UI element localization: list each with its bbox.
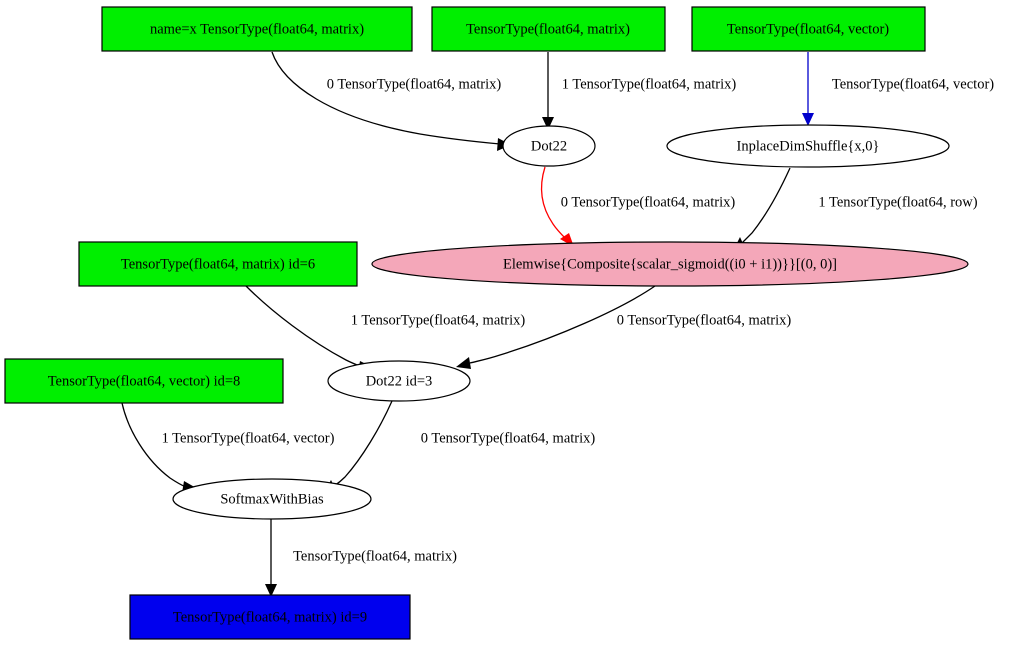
node-input-b2-id8[interactable]: TensorType(float64, vector) id=8	[4, 358, 284, 404]
node-dot22-id3[interactable]: Dot22 id=3	[327, 360, 471, 402]
edge-path	[121, 402, 187, 488]
node-label: Dot22 id=3	[366, 373, 433, 389]
node-shape-ellipse[interactable]	[371, 241, 969, 287]
edge-label: 0 TensorType(float64, matrix)	[561, 194, 736, 210]
node-shape-ellipse[interactable]	[172, 478, 372, 520]
arrowhead-icon	[456, 357, 471, 369]
node-shape-box[interactable]	[101, 6, 413, 52]
node-label: TensorType(float64, matrix)	[466, 21, 630, 37]
node-shape-box[interactable]	[4, 358, 284, 404]
edge-elemwise-to-dot22-id3: 0 TensorType(float64, matrix)	[456, 285, 792, 369]
node-label: TensorType(float64, matrix) id=6	[121, 256, 315, 272]
node-label: SoftmaxWithBias	[220, 491, 324, 507]
arrowhead-icon	[542, 117, 554, 130]
node-shape-box[interactable]	[691, 6, 926, 52]
edge-input-w1-to-dot22: 1 TensorType(float64, matrix)	[542, 52, 736, 130]
arrowhead-icon	[802, 113, 814, 126]
edge-path	[245, 285, 363, 368]
node-label: name=x TensorType(float64, matrix)	[150, 21, 364, 37]
node-shape-box[interactable]	[129, 594, 411, 640]
node-input-w2-id6[interactable]: TensorType(float64, matrix) id=6	[78, 241, 358, 287]
node-input-w1[interactable]: TensorType(float64, matrix)	[431, 6, 666, 52]
edge-label: 0 TensorType(float64, matrix)	[327, 76, 502, 92]
node-label: TensorType(float64, matrix) id=9	[173, 609, 367, 625]
edge-path	[271, 51, 501, 145]
node-input-b1[interactable]: TensorType(float64, vector)	[691, 6, 926, 52]
edge-label: 0 TensorType(float64, matrix)	[421, 430, 596, 446]
edge-dot22-id3-to-softmax: 0 TensorType(float64, matrix)	[324, 400, 596, 493]
edge-label: TensorType(float64, matrix)	[293, 548, 457, 564]
edge-input-x-to-dot22: 0 TensorType(float64, matrix)	[271, 51, 511, 151]
edge-label: 0 TensorType(float64, matrix)	[617, 312, 792, 328]
node-label: Dot22	[531, 138, 567, 154]
node-shape-ellipse[interactable]	[502, 125, 596, 167]
arrowhead-icon	[265, 584, 277, 597]
edge-label: 1 TensorType(float64, row)	[818, 194, 977, 210]
edge-input-b1-to-dimshuffle: TensorType(float64, vector)	[802, 52, 994, 126]
edge-dimshuffle-to-elemwise: 1 TensorType(float64, row)	[734, 167, 978, 249]
edge-path	[333, 400, 393, 487]
edge-path	[540, 166, 567, 240]
edge-path	[469, 285, 656, 364]
node-label: Elemwise{Composite{scalar_sigmoid((i0 + …	[503, 256, 837, 272]
node-label: InplaceDimShuffle{x,0}	[737, 138, 880, 154]
edge-dot22-to-elemwise: 0 TensorType(float64, matrix)	[540, 166, 736, 247]
node-shape-ellipse[interactable]	[666, 124, 950, 168]
node-dot22-top[interactable]: Dot22	[502, 125, 596, 167]
node-label: TensorType(float64, vector) id=8	[48, 373, 241, 389]
edge-label: 1 TensorType(float64, matrix)	[562, 76, 737, 92]
node-shape-box[interactable]	[431, 6, 666, 52]
edge-softmax-to-output: TensorType(float64, matrix)	[265, 519, 457, 597]
edge-label: TensorType(float64, vector)	[832, 76, 994, 92]
edge-path	[741, 167, 791, 244]
node-label: TensorType(float64, vector)	[727, 21, 889, 37]
edge-label: 1 TensorType(float64, matrix)	[351, 312, 526, 328]
node-inplace-dimshuffle[interactable]: InplaceDimShuffle{x,0}	[666, 124, 950, 168]
node-softmax-with-bias[interactable]: SoftmaxWithBias	[172, 478, 372, 520]
node-shape-box[interactable]	[78, 241, 358, 287]
node-output-id9[interactable]: TensorType(float64, matrix) id=9	[129, 594, 411, 640]
node-input-x[interactable]: name=x TensorType(float64, matrix)	[101, 6, 413, 52]
node-elemwise-composite-sigmoid[interactable]: Elemwise{Composite{scalar_sigmoid((i0 + …	[371, 241, 969, 287]
edge-label: 1 TensorType(float64, vector)	[162, 430, 335, 446]
node-shape-ellipse[interactable]	[327, 360, 471, 402]
